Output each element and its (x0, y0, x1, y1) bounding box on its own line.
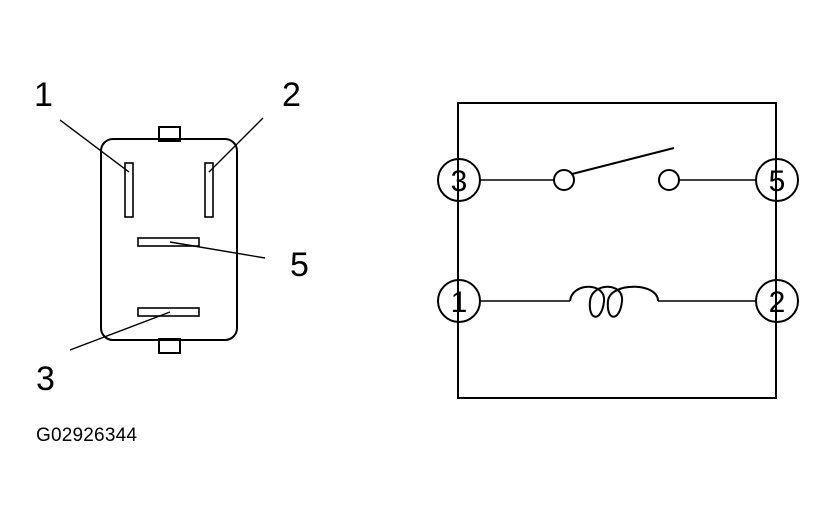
switch-contact-left (553, 169, 575, 191)
leader-line-3 (69, 311, 171, 351)
coil-symbol (569, 285, 659, 318)
callout-label-5: 5 (290, 246, 309, 284)
leader-line-2 (208, 117, 264, 173)
terminal-slot-5 (137, 237, 200, 247)
callout-label-1: 1 (34, 76, 53, 114)
connector-body (100, 138, 238, 341)
terminal-label-2: 2 (769, 286, 786, 319)
terminal-circle-1 (437, 279, 481, 323)
schematic-frame (457, 102, 777, 399)
figure-id-label: G02926344 (36, 425, 138, 446)
relay-schematic: 3 5 1 2 (437, 102, 799, 399)
connector-bottom-tab (158, 338, 181, 354)
terminal-circle-2 (755, 279, 799, 323)
callout-label-2: 2 (282, 76, 301, 114)
leader-line-1 (59, 119, 130, 173)
terminal-slot-2 (204, 162, 214, 218)
connector-top-tab (158, 126, 181, 142)
leader-line-5 (169, 241, 266, 259)
switch-contact-right (658, 169, 680, 191)
callout-label-3: 3 (36, 360, 55, 398)
relay-connector-view: 1 2 5 3 (34, 76, 309, 398)
terminal-label-1: 1 (451, 286, 468, 319)
terminal-circle-5 (755, 158, 799, 202)
terminal-label-3: 3 (451, 165, 468, 198)
terminal-slot-1 (124, 162, 134, 218)
switch-arm (571, 147, 675, 175)
terminal-label-5: 5 (769, 165, 786, 198)
terminal-circle-3 (437, 158, 481, 202)
